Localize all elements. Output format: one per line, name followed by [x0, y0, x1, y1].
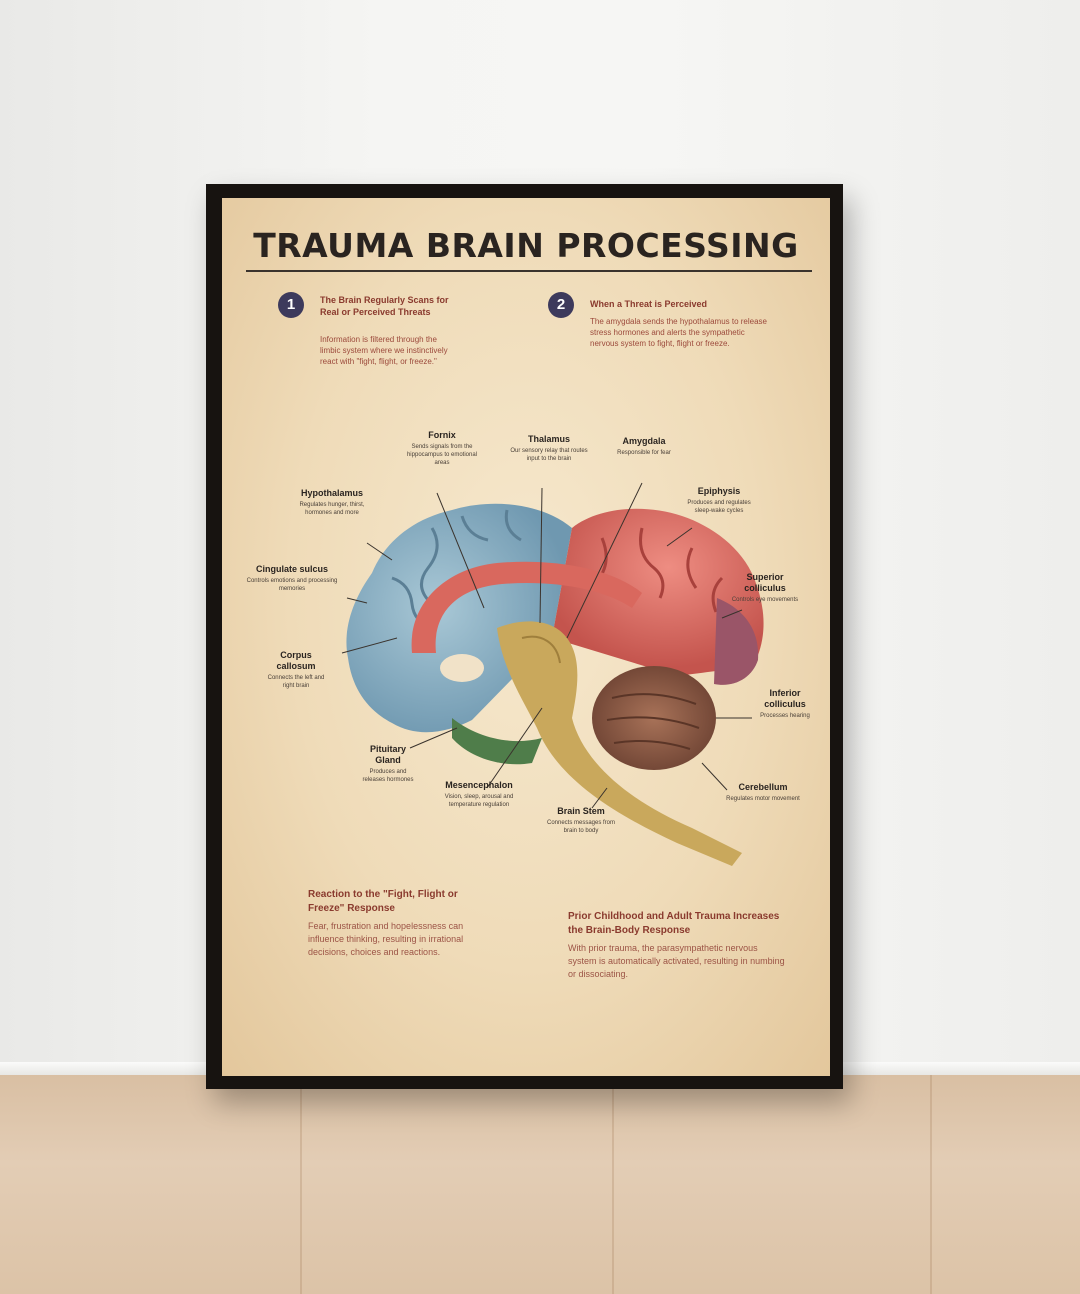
label-name: Hypothalamus — [300, 488, 363, 498]
label-name: Superior colliculus — [744, 572, 786, 593]
floor-plank-seam — [300, 1075, 302, 1294]
label-description: Produces and releases hormones — [362, 769, 414, 783]
label-name: Cingulate sulcus — [255, 564, 328, 574]
step-body: Information is filtered through the limb… — [320, 335, 448, 366]
label-name: Cerebellum — [738, 782, 788, 792]
label-epiphysis: Epiphysis Produces and regulates sleep-w… — [682, 486, 756, 515]
bottom-right-section: Prior Childhood and Adult Trauma Increas… — [568, 910, 788, 981]
label-description: Connects messages from brain to body — [546, 820, 616, 834]
section-heading: Prior Childhood and Adult Trauma Increas… — [568, 911, 780, 936]
bottom-left-section: Reaction to the "Fight, Flight or Freeze… — [308, 888, 478, 959]
step-number-badge: 1 — [278, 292, 304, 318]
section-body: Fear, frustration and hopelessness can i… — [308, 921, 464, 957]
title-rule — [246, 270, 812, 272]
brain-stem — [497, 621, 742, 866]
label-name: Thalamus — [527, 434, 570, 444]
label-name: Brain Stem — [557, 806, 605, 816]
label-name: Inferior colliculus — [764, 688, 806, 709]
label-description: Controls eye movements — [731, 597, 799, 603]
label-description: Controls emotions and processing memorie… — [246, 578, 338, 592]
label-description: Responsible for fear — [617, 450, 671, 456]
label-name: Fornix — [428, 430, 456, 440]
poster-title: TRAUMA BRAIN PROCESSING — [253, 226, 799, 265]
step-heading: When a Threat is Perceived — [590, 299, 708, 309]
label-amygdala: Amygdala Responsible for fear — [614, 436, 674, 457]
step-1: 1 The Brain Regularly Scans for Real or … — [278, 292, 478, 422]
label-description: Processes hearing — [760, 713, 810, 719]
poster: TRAUMA BRAIN PROCESSING 1 The Brain Regu… — [222, 198, 830, 1076]
label-name: Corpus callosum — [276, 650, 316, 671]
label-corpus-callosum: Corpus callosum Connects the left and ri… — [262, 650, 330, 690]
label-brain-stem: Brain Stem Connects messages from brain … — [546, 806, 616, 835]
ventricle — [440, 654, 484, 682]
label-cingulate-sulcus: Cingulate sulcus Controls emotions and p… — [244, 564, 340, 593]
label-name: Pituitary Gland — [369, 744, 406, 765]
label-description: Sends signals from the hippocampus to em… — [406, 444, 478, 466]
label-superior-colliculus: Superior colliculus Controls eye movemen… — [730, 572, 800, 604]
label-name: Amygdala — [622, 436, 666, 446]
label-name: Mesencephalon — [445, 780, 513, 790]
label-pituitary-gland: Pituitary Gland Produces and releases ho… — [360, 744, 416, 784]
floor-plank-seam — [930, 1075, 932, 1294]
label-mesencephalon: Mesencephalon Vision, sleep, arousal and… — [434, 780, 524, 809]
pituitary-region — [452, 718, 542, 765]
wooden-floor — [0, 1075, 1080, 1294]
label-hypothalamus: Hypothalamus Regulates hunger, thirst, h… — [292, 488, 372, 517]
label-thalamus: Thalamus Our sensory relay that routes i… — [506, 434, 592, 463]
brain-illustration — [341, 482, 764, 866]
label-fornix: Fornix Sends signals from the hippocampu… — [402, 430, 482, 467]
label-description: Produces and regulates sleep-wake cycles — [687, 500, 751, 514]
label-name: Epiphysis — [697, 486, 741, 496]
label-description: Our sensory relay that routes input to t… — [510, 448, 588, 462]
step-2: 2 When a Threat is Perceived The amygdal… — [548, 292, 788, 402]
label-leader-lines — [341, 482, 752, 809]
floor-plank-seam — [612, 1075, 614, 1294]
step-heading: The Brain Regularly Scans for Real or Pe… — [320, 295, 449, 317]
step-body: The amygdala sends the hypothalamus to r… — [590, 317, 767, 348]
step-number-badge: 2 — [548, 292, 574, 318]
label-cerebellum: Cerebellum Regulates motor movement — [718, 782, 808, 803]
label-description: Connects the left and right brain — [267, 675, 325, 689]
label-description: Regulates motor movement — [726, 796, 800, 802]
section-heading: Reaction to the "Fight, Flight or Freeze… — [308, 889, 458, 914]
label-description: Vision, sleep, arousal and temperature r… — [444, 794, 514, 808]
cerebellum — [592, 666, 716, 770]
label-description: Regulates hunger, thirst, hormones and m… — [299, 502, 365, 516]
brain-right-hemisphere — [552, 508, 764, 685]
section-body: With prior trauma, the parasympathetic n… — [568, 943, 785, 979]
label-inferior-colliculus: Inferior colliculus Processes hearing — [750, 688, 820, 720]
cingulate-band — [411, 561, 642, 653]
